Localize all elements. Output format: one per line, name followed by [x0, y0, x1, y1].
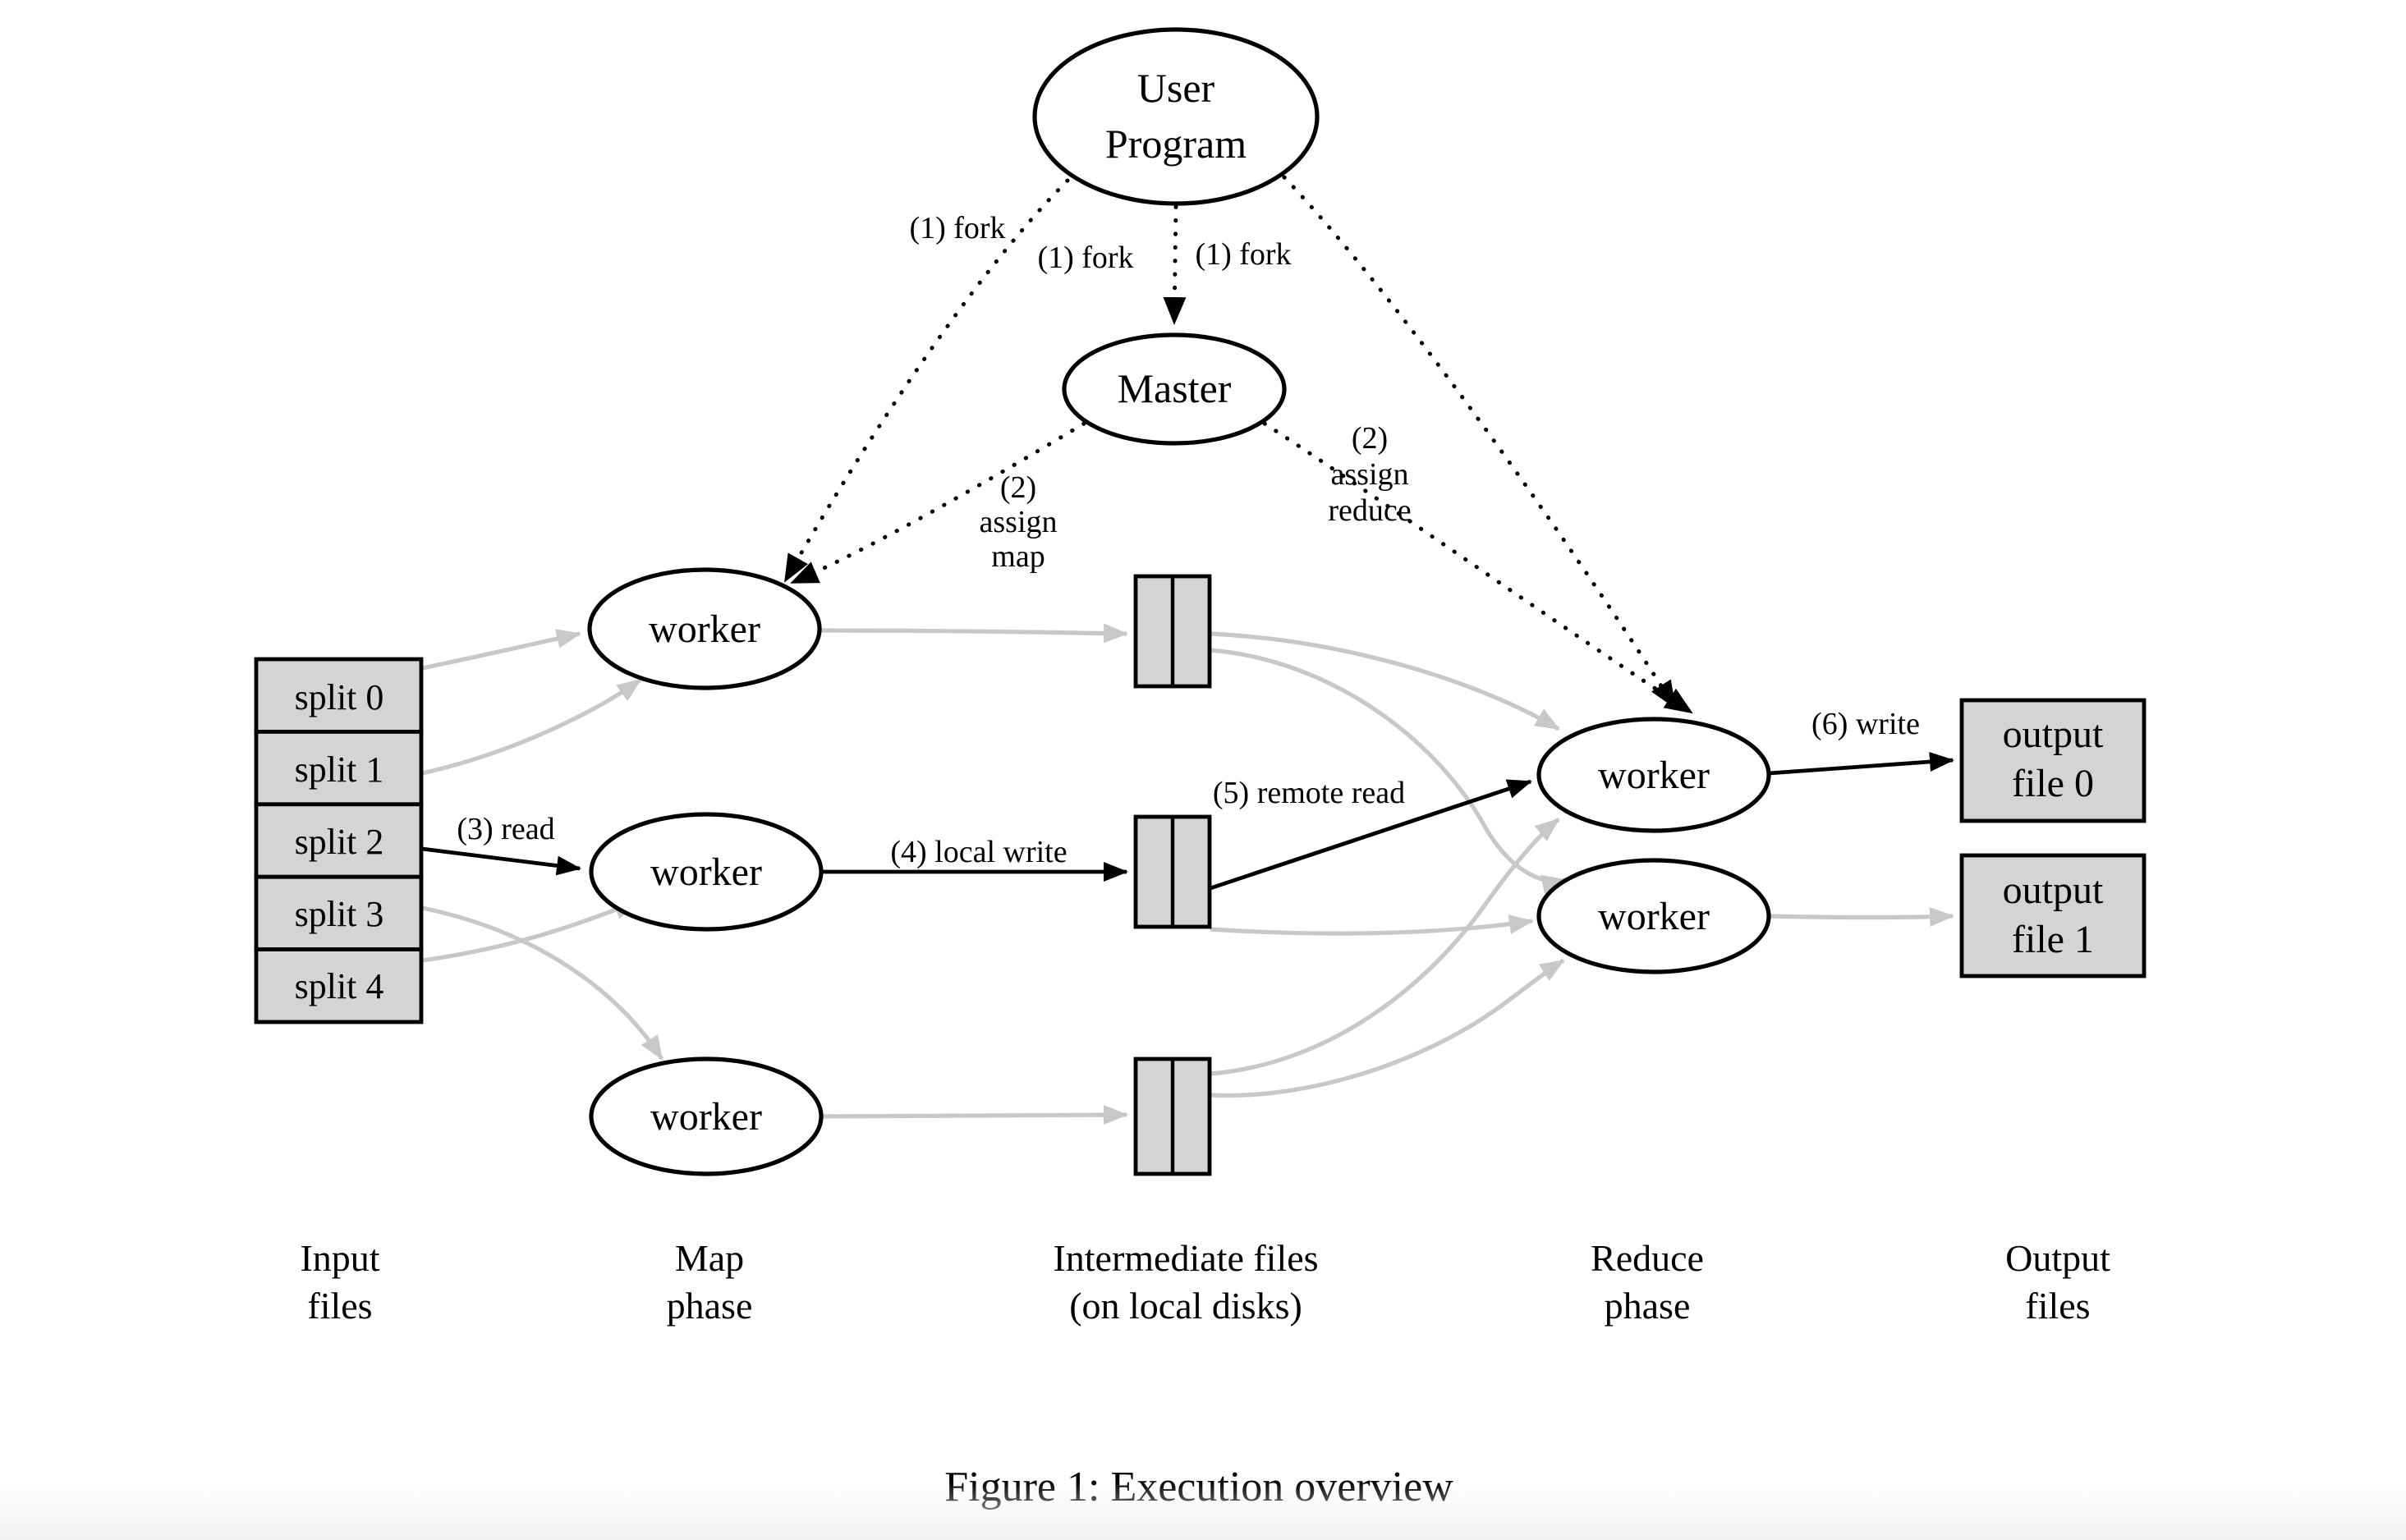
- svg-text:assign: assign: [1331, 457, 1409, 492]
- input-split-label-2: split 2: [295, 822, 384, 862]
- figure-caption: Figure 1: Execution overview: [944, 1464, 1453, 1510]
- edge-label-local-write: (4) local write: [890, 835, 1067, 869]
- svg-text:map: map: [991, 539, 1045, 574]
- input-split-cell-2: [254, 802, 424, 879]
- edge-label-remote-read: (5) remote read: [1213, 776, 1405, 810]
- edge-intermediate3-to-reduce-worker1: [1210, 817, 1560, 1076]
- edge-assign-reduce-master-to-reduce-worker1: [1262, 421, 1694, 715]
- edge-read-split2-to-map-worker2: [421, 846, 581, 876]
- edge-split1-to-map-worker1: [421, 677, 642, 776]
- edge-label-read: (3) read: [457, 812, 554, 846]
- edge-label-fork-right: (1) fork: [1195, 237, 1291, 272]
- input-split-label-3: split 3: [295, 894, 384, 934]
- edge-label-fork-center: (1) fork: [1037, 241, 1133, 275]
- svg-text:files: files: [307, 1285, 372, 1327]
- reduce-worker1-label: worker: [1598, 754, 1710, 797]
- edge-intermediate1-to-reduce-worker2: [1210, 648, 1567, 895]
- edge-label-fork-left: (1) fork: [909, 211, 1005, 245]
- edge-intermediate1-to-reduce-worker1: [1210, 631, 1560, 731]
- output-file0-line2: file 0: [2012, 762, 2094, 805]
- input-split-cell-4: [254, 947, 424, 1024]
- edge-intermediate2-to-reduce-worker2: [1210, 914, 1534, 936]
- map-worker-node-2: worker: [589, 812, 824, 932]
- column-label-reduce-phase: Reduce phase: [1591, 1237, 1704, 1327]
- svg-text:(2): (2): [1352, 421, 1388, 456]
- edge-label-write: (6) write: [1811, 707, 1920, 741]
- column-label-map-phase: Map phase: [667, 1237, 753, 1327]
- user-program-label-line2: Program: [1105, 121, 1247, 167]
- svg-text:reduce: reduce: [1328, 493, 1411, 528]
- user-program-label-line1: User: [1137, 65, 1215, 111]
- reduce-worker2-label: worker: [1598, 895, 1710, 938]
- svg-text:phase: phase: [667, 1285, 753, 1327]
- svg-text:Input: Input: [300, 1237, 379, 1279]
- svg-text:Intermediate files: Intermediate files: [1053, 1237, 1318, 1279]
- input-files-stack: split 0 split 1 split 2 split 3 split 4: [254, 657, 424, 1024]
- master-node: Master: [1062, 332, 1287, 446]
- svg-text:Reduce: Reduce: [1591, 1237, 1704, 1279]
- map-worker-node-1: worker: [587, 567, 822, 690]
- edge-write-reduce-worker1-to-output0: [1768, 752, 1954, 776]
- svg-text:assign: assign: [980, 505, 1058, 539]
- edge-assign-map-master-to-worker1: [789, 421, 1086, 585]
- svg-text:(on local disks): (on local disks): [1069, 1285, 1302, 1327]
- edge-intermediate3-to-reduce-worker2: [1210, 958, 1565, 1098]
- intermediate-file-box-3: [1133, 1056, 1212, 1176]
- edge-map-worker3-to-intermediate3: [820, 1105, 1128, 1125]
- edge-label-assign-map: (2) assign map: [980, 470, 1058, 574]
- svg-text:Map: Map: [675, 1237, 744, 1279]
- column-label-input-files: Input files: [300, 1237, 379, 1327]
- reduce-worker-node-1: worker: [1536, 717, 1771, 833]
- input-split-label-1: split 1: [295, 749, 384, 790]
- edge-split3-to-map-worker3: [421, 905, 664, 1061]
- edge-label-assign-reduce: (2) assign reduce: [1328, 421, 1411, 528]
- edge-split4-to-map-worker2: [421, 899, 639, 963]
- master-label: Master: [1118, 365, 1232, 411]
- output-file1-line1: output: [2003, 869, 2104, 912]
- map-worker1-label: worker: [649, 607, 760, 651]
- input-split-label-0: split 0: [295, 677, 384, 717]
- output-file0-line1: output: [2003, 713, 2104, 756]
- svg-text:(2): (2): [1000, 470, 1036, 505]
- svg-text:phase: phase: [1605, 1285, 1691, 1327]
- output-file-box-0: output file 0: [1959, 698, 2147, 823]
- output-file1-line2: file 1: [2012, 918, 2094, 961]
- edge-fork-user-to-master: [1163, 204, 1187, 326]
- reduce-worker-node-2: worker: [1536, 858, 1771, 974]
- edge-split0-to-map-worker1: [421, 629, 581, 671]
- intermediate-file-box-2: [1133, 814, 1212, 929]
- map-worker-node-3: worker: [589, 1056, 824, 1176]
- column-label-intermediate-files: Intermediate files (on local disks): [1053, 1237, 1318, 1327]
- edge-reduce-worker2-to-output1: [1768, 906, 1954, 927]
- output-file-box-1: output file 1: [1959, 853, 2147, 979]
- svg-text:Output: Output: [2005, 1237, 2110, 1279]
- map-worker3-label: worker: [650, 1095, 762, 1139]
- svg-text:files: files: [2025, 1285, 2090, 1327]
- user-program-node: User Program: [1032, 27, 1320, 206]
- column-label-output-files: Output files: [2005, 1237, 2110, 1327]
- edge-remote-read-intermediate2-to-reduce-worker1: [1210, 779, 1532, 891]
- input-split-label-4: split 4: [295, 966, 384, 1006]
- intermediate-file-box-1: [1133, 574, 1212, 689]
- map-worker2-label: worker: [650, 850, 762, 894]
- edge-fork-user-to-reduce-worker1: [1282, 175, 1678, 710]
- edge-map-worker1-to-intermediate1: [819, 623, 1128, 644]
